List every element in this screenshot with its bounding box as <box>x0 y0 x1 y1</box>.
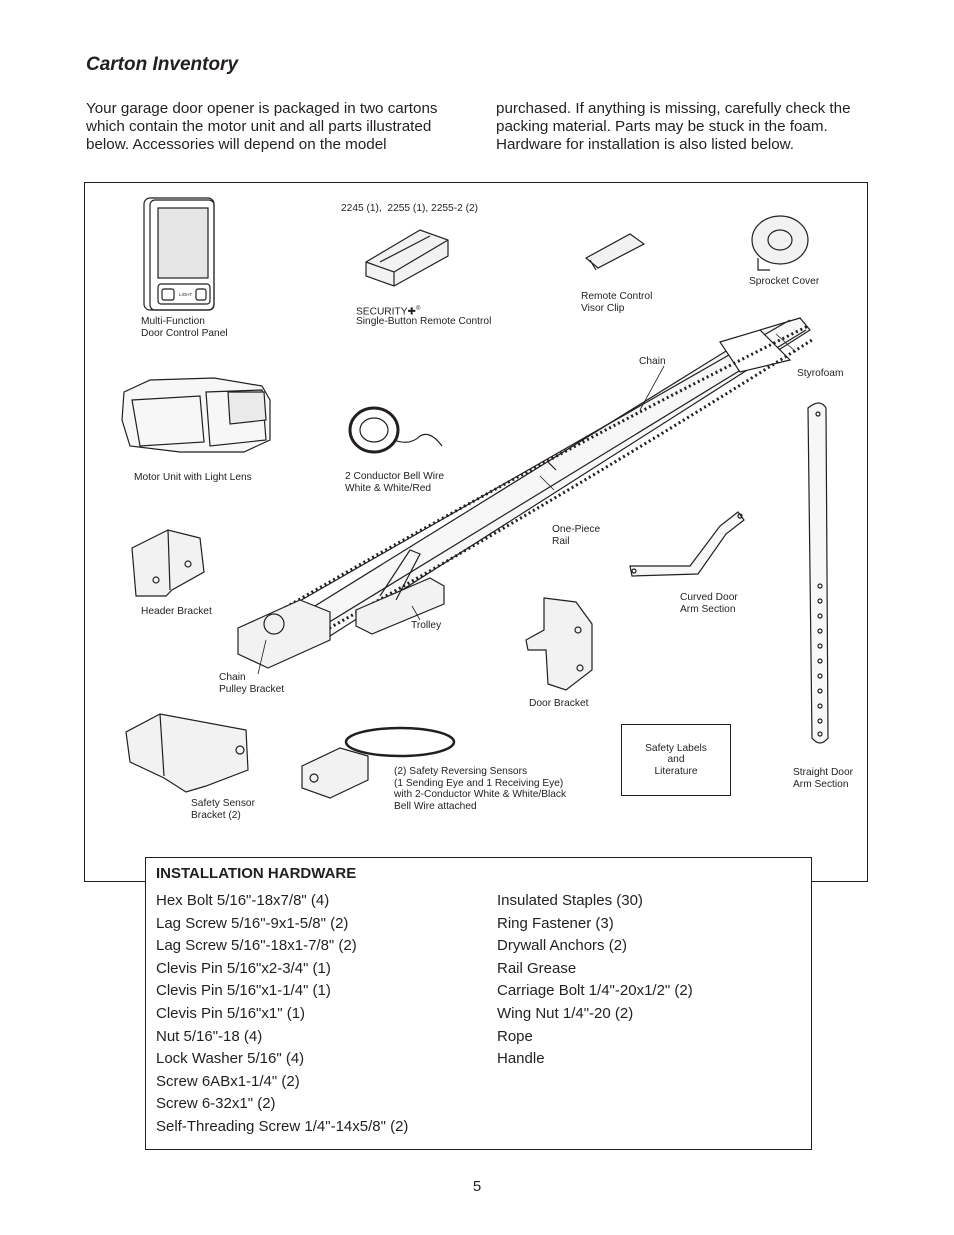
sensor-bracket-illustration <box>125 713 249 793</box>
trolley-illustration <box>355 549 445 635</box>
installation-hardware-box: INSTALLATION HARDWARE Hex Bolt 5/16"-18x… <box>145 857 812 1150</box>
label-door-control: Multi-Function Door Control Panel <box>141 316 228 339</box>
remote-brand-text: SECURITY✚ <box>356 306 417 318</box>
chain-pulley-illustration <box>237 599 331 669</box>
hardware-item: Carriage Bolt 1/4"-20x1/2" (2) <box>497 982 693 1000</box>
safety-labels-box: Safety Labels and Literature <box>621 724 731 796</box>
label-trolley: Trolley <box>411 620 442 631</box>
label-rail: One-Piece Rail <box>552 524 601 547</box>
light-button-label: LIGHT <box>179 292 193 297</box>
label-styrofoam: Styrofoam <box>797 368 844 379</box>
door-bracket-illustration <box>525 597 593 691</box>
hardware-item: Wing Nut 1/4"-20 (2) <box>497 1004 634 1022</box>
safety-sensors-illustration <box>301 726 456 799</box>
hardware-item: Clevis Pin 5/16"x1-1/4" (1) <box>156 982 331 1000</box>
intro-right: purchased. If anything is missing, caref… <box>496 100 851 153</box>
label-door-bracket: Door Bracket <box>529 698 589 709</box>
rail-illustration <box>259 317 811 641</box>
label-chain-pulley: Chain Pulley Bracket <box>219 672 285 695</box>
page-title: Carton Inventory <box>86 54 239 75</box>
label-sprocket-cover: Sprocket Cover <box>749 276 820 287</box>
hardware-item: Lag Screw 5/16"-9x1-5/8" (2) <box>156 914 349 932</box>
hardware-item: Nut 5/16"-18 (4) <box>156 1027 263 1045</box>
hardware-item: Ring Fastener (3) <box>497 914 614 932</box>
label-motor-unit: Motor Unit with Light Lens <box>134 472 252 483</box>
hardware-title: INSTALLATION HARDWARE <box>156 865 357 882</box>
hardware-item: Lock Washer 5/16" (4) <box>156 1050 305 1068</box>
header-bracket-illustration <box>131 529 205 597</box>
straight-arm-illustration <box>807 402 829 744</box>
label-remote-models: 2245 (1), 2255 (1), 2255-2 (2) <box>341 203 479 214</box>
remote-control-illustration <box>365 229 449 287</box>
remote-brand-registered: ® <box>416 306 421 312</box>
hardware-item: Rope <box>497 1027 533 1045</box>
hardware-item: Screw 6-32x1" (2) <box>156 1095 276 1113</box>
label-visor-clip: Remote Control Visor Clip <box>581 291 653 314</box>
label-sensors: (2) Safety Reversing Sensors (1 Sending … <box>394 766 567 812</box>
hardware-item: Insulated Staples (30) <box>497 892 643 909</box>
door-control-panel-illustration <box>143 197 215 311</box>
hardware-item: Clevis Pin 5/16"x1" (1) <box>156 1004 306 1022</box>
motor-unit-illustration <box>121 377 271 453</box>
label-remote-name: Single-Button Remote Control <box>356 316 492 327</box>
intro-left: Your garage door opener is packaged in t… <box>86 100 438 153</box>
hardware-item: Handle <box>497 1050 545 1068</box>
visor-clip-illustration <box>584 233 646 271</box>
label-safety-labels: Safety Labels and Literature <box>645 742 707 777</box>
label-header-bracket: Header Bracket <box>141 606 212 617</box>
label-chain: Chain <box>639 356 666 367</box>
hardware-item: Rail Grease <box>497 959 577 977</box>
label-sensor-bracket: Safety Sensor Bracket (2) <box>191 798 255 821</box>
label-bell-wire: 2 Conductor Bell Wire White & White/Red <box>345 471 445 494</box>
hardware-item: Lag Screw 5/16"-18x1-7/8" (2) <box>156 937 357 955</box>
hardware-item: Drywall Anchors (2) <box>497 937 628 955</box>
hardware-column-1: Hex Bolt 5/16"-18x7/8" (4) Lag Screw 5/1… <box>156 890 408 1139</box>
hardware-column-2: Insulated Staples (30) Ring Fastener (3)… <box>497 890 693 1071</box>
curved-arm-illustration <box>629 511 745 577</box>
hardware-item: Clevis Pin 5/16"x2-3/4" (1) <box>156 959 331 977</box>
hardware-item: Hex Bolt 5/16"-18x7/8" (4) <box>156 892 330 909</box>
hardware-item: Screw 6ABx1-1/4" (2) <box>156 1072 300 1090</box>
bell-wire-illustration <box>348 406 443 454</box>
label-remote-brand: SECURITY✚® <box>356 304 420 318</box>
page-number: 5 <box>472 1178 482 1195</box>
hardware-item: Self-Threading Screw 1/4"-14x5/8" (2) <box>156 1117 409 1135</box>
sprocket-cover-illustration <box>751 215 809 271</box>
label-curved-arm: Curved Door Arm Section <box>680 592 738 615</box>
label-straight-arm: Straight Door Arm Section <box>793 767 854 790</box>
